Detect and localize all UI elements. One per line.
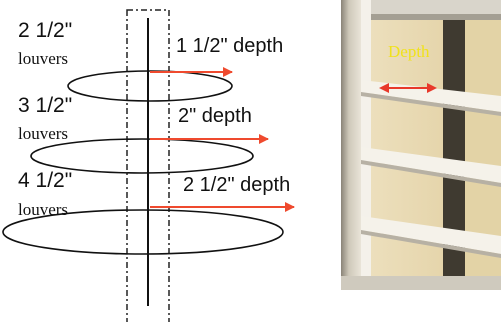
- louver-depth-diagram: 2 1/2" louvers 3 1/2" louvers 4 1/2" lou…: [2, 9, 295, 327]
- louver-ellipse-3-5: [30, 138, 254, 174]
- frame-outline: [126, 9, 170, 327]
- depth-label: 2 1/2" depth: [183, 174, 291, 196]
- louver-word-label: louvers: [18, 49, 69, 68]
- shutter-photo: Depth: [341, 0, 501, 290]
- louver-ellipse-2-5: [67, 70, 233, 102]
- louver-word-label: louvers: [18, 200, 69, 219]
- louver-size-label: 4 1/2": [18, 169, 73, 192]
- photo-depth-label: Depth: [388, 42, 430, 61]
- louver-word-label: louvers: [18, 124, 69, 143]
- shutter-photo-drawing: [341, 0, 501, 290]
- depth-label: 2" depth: [178, 105, 252, 127]
- louver-ellipse-4-5: [2, 209, 284, 255]
- depth-label: 1 1/2" depth: [176, 35, 284, 57]
- louver-size-label: 3 1/2": [18, 94, 73, 117]
- diagram-drawing: [2, 9, 295, 327]
- louver-size-label: 2 1/2": [18, 19, 73, 42]
